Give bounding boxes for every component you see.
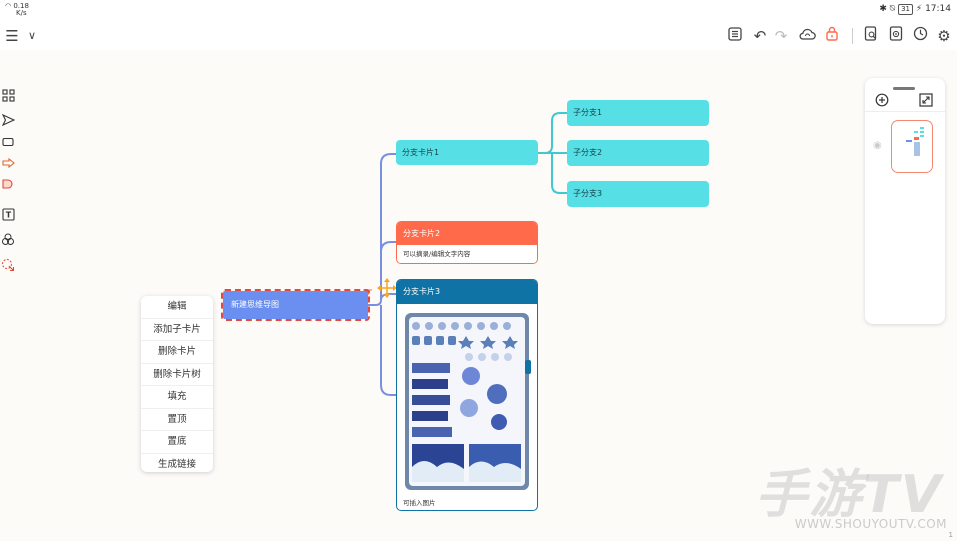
branch-card-1-title: 分支卡片1 <box>402 148 440 157</box>
notification-off-icon: ⍉ <box>889 4 896 14</box>
export-icon[interactable] <box>886 26 906 46</box>
undo-icon[interactable]: ↶ <box>753 27 767 45</box>
minimap-viewport[interactable] <box>891 120 933 173</box>
settings-icon[interactable]: ⚙ <box>937 27 951 45</box>
menu-item-generate-link[interactable]: 生成链接 <box>157 458 196 470</box>
menu-item-edit[interactable]: 编辑 <box>141 296 213 319</box>
structure-icon[interactable] <box>0 89 16 105</box>
charging-icon: ⚡ <box>915 4 923 14</box>
eraser-icon[interactable] <box>0 178 16 194</box>
chevron-down-icon[interactable]: ∨ <box>27 29 37 42</box>
minimap-drag-handle[interactable] <box>893 87 915 90</box>
sub-branch-2[interactable]: 子分支2 <box>567 140 709 166</box>
root-node[interactable]: 新建思维导图 <box>221 289 370 321</box>
context-menu: 编辑 添加子卡片 删除卡片 删除卡片树 填充 置顶 置底 生成链接 <box>141 296 213 472</box>
sub-branch-1[interactable]: 子分支1 <box>567 100 709 126</box>
menu-item-delete-tree[interactable]: 删除卡片树 <box>141 364 213 386</box>
menu-item-send-bottom[interactable]: 置底 <box>141 431 213 454</box>
text-icon[interactable]: T <box>0 208 16 224</box>
menu-item-bring-top[interactable]: 置顶 <box>141 409 213 431</box>
branch-card-1[interactable]: 分支卡片1 <box>396 140 538 165</box>
root-node-label: 新建思维导图 <box>231 300 279 309</box>
branch-card-3-caption: 可插入图片 <box>403 499 436 507</box>
status-bar: ◠ 0.18 K/s ✱ ⍉ 31 ⚡ 17:14 <box>0 0 957 22</box>
page-number: 1 <box>948 531 953 539</box>
sub-branch-2-label: 子分支2 <box>573 148 603 157</box>
shapes-icon[interactable] <box>0 233 16 249</box>
branch-card-2-title: 分支卡片2 <box>397 222 537 245</box>
battery-level: 31 <box>901 5 910 13</box>
minimap-divider <box>865 111 945 112</box>
battery-icon: 31 <box>898 4 913 15</box>
menu-item-delete-card[interactable]: 删除卡片 <box>141 341 213 364</box>
visibility-icon[interactable]: ◉ <box>873 140 882 151</box>
toolbar-divider <box>852 28 853 44</box>
menu-item-fill[interactable]: 填充 <box>141 386 213 409</box>
image-resize-handle[interactable] <box>525 360 531 374</box>
wifi-icon: ◠ <box>5 2 12 10</box>
cloud-sync-icon[interactable] <box>797 26 817 46</box>
menu-icon[interactable]: ☰ <box>5 27 19 45</box>
sticker-image[interactable] <box>405 313 529 490</box>
arrow-shape-icon[interactable] <box>0 157 16 173</box>
net-speed-value: 0.18 <box>13 2 29 10</box>
lock-icon[interactable] <box>822 26 842 46</box>
branch-card-3[interactable]: 分支卡片3 可插入图片 <box>396 279 538 511</box>
redo-icon[interactable]: ↷ <box>774 27 788 45</box>
status-left: ◠ 0.18 K/s <box>5 3 29 17</box>
send-icon[interactable] <box>0 113 16 130</box>
search-doc-icon[interactable] <box>861 26 881 46</box>
history-icon[interactable] <box>910 26 930 46</box>
sub-branch-3[interactable]: 子分支3 <box>567 181 709 207</box>
bluetooth-icon: ✱ <box>879 4 887 14</box>
zoom-in-icon[interactable] <box>875 93 889 107</box>
status-right: ✱ ⍉ 31 ⚡ 17:14 <box>879 4 951 15</box>
net-speed-unit: K/s <box>16 9 27 17</box>
watermark-url: WWW.SHOUYOUTV.COM <box>794 517 947 531</box>
outline-icon[interactable] <box>725 26 745 46</box>
branch-card-2[interactable]: 分支卡片2 可以摘录/编辑文字内容 <box>396 221 538 264</box>
rectangle-icon[interactable] <box>0 136 16 152</box>
branch-card-2-body: 可以摘录/编辑文字内容 <box>397 245 537 263</box>
branch-card-3-title: 分支卡片3 <box>397 280 537 304</box>
svg-text:T: T <box>5 211 11 220</box>
minimap-panel: ◉ <box>865 78 945 324</box>
sub-branch-1-label: 子分支1 <box>573 108 603 117</box>
menu-item-add-child[interactable]: 添加子卡片 <box>141 319 213 341</box>
sub-branch-3-label: 子分支3 <box>573 189 603 198</box>
watermark-logo: 手游TV <box>755 465 943 525</box>
lasso-icon[interactable] <box>0 258 16 274</box>
clock-time: 17:14 <box>925 4 951 14</box>
top-toolbar: ☰ ∨ ↶ ↷ ⚙ <box>0 22 957 50</box>
fullscreen-icon[interactable] <box>919 93 933 107</box>
move-handle-icon[interactable] <box>377 278 397 298</box>
